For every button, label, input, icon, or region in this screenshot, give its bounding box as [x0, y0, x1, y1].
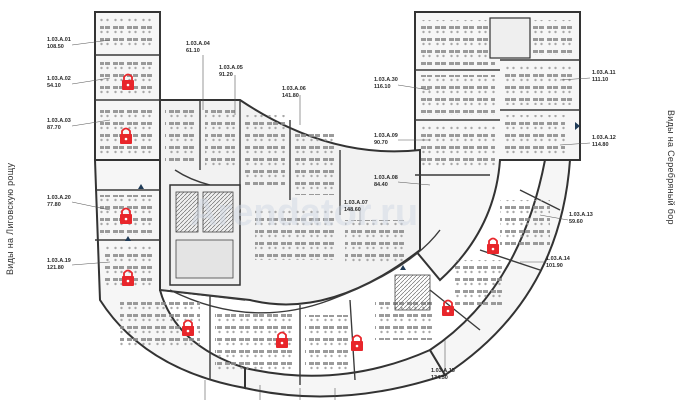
furniture	[100, 18, 575, 370]
unit-id: 1.03.A.01	[47, 37, 71, 43]
lock-icon	[120, 127, 132, 144]
unit-callout-a01[interactable]: 1.03.A.01 108.50	[47, 37, 71, 51]
unit-id: 1.03.A.04	[186, 41, 210, 47]
watermark: Arendator.ru	[190, 192, 418, 234]
lock-icon	[442, 299, 454, 316]
unit-area: 61.10	[186, 48, 200, 54]
unit-id: 1.03.A.08	[374, 175, 398, 181]
lock-icon	[122, 269, 134, 286]
building-core	[169, 17, 531, 311]
unit-callout-a02[interactable]: 1.03.A.02 54.10	[47, 76, 71, 90]
unit-id: 1.03.A.13	[569, 212, 593, 218]
lock-icon	[351, 334, 363, 351]
lock-icon	[182, 319, 194, 336]
unit-area: 77.80	[47, 202, 61, 208]
unit-area: 91.20	[219, 72, 233, 78]
lock-icon	[120, 207, 132, 224]
unit-callout-a12[interactable]: 1.03.A.12 114.80	[592, 135, 616, 149]
direction-markers	[125, 122, 580, 270]
room-walls	[95, 12, 580, 385]
unit-id: 1.03.A.19	[47, 258, 71, 264]
unit-callout-a20[interactable]: 1.03.A.20 77.80	[47, 195, 71, 209]
unit-callout-a19[interactable]: 1.03.A.19 121.80	[47, 258, 71, 272]
view-label-right: Виды на Серебряный бор	[666, 110, 676, 225]
unit-area: 111.10	[592, 77, 609, 83]
unit-id: 1.03.A.06	[282, 86, 306, 92]
unit-id: 1.03.A.07	[344, 200, 368, 206]
unit-callout-a30[interactable]: 1.03.A.30 116.10	[374, 77, 398, 91]
unit-callout-a13[interactable]: 1.03.A.13 59.60	[569, 212, 593, 226]
unit-id: 1.03.A.02	[47, 76, 71, 82]
unit-area: 54.10	[47, 83, 61, 89]
unit-area: 59.60	[569, 219, 583, 225]
unit-id: 1.03.A.11	[592, 70, 616, 76]
unit-area: 84.40	[374, 182, 388, 188]
unit-id: 1.03.A.03	[47, 118, 71, 124]
unit-callout-a09[interactable]: 1.03.A.09 90.70	[374, 133, 398, 147]
unit-callout-a15[interactable]: 1.03.A.15 134.50	[431, 368, 455, 382]
unit-area: 108.50	[47, 44, 64, 50]
unit-callout-a06[interactable]: 1.03.A.06 141.80	[282, 86, 306, 100]
view-label-left: Виды на Лиговскую рощу	[5, 162, 15, 275]
unit-callout-a04[interactable]: 1.03.A.04 61.10	[186, 41, 210, 55]
unit-id: 1.03.A.14	[546, 256, 570, 262]
unit-area: 148.60	[344, 207, 361, 213]
unit-id: 1.03.A.30	[374, 77, 398, 83]
unit-area: 101.90	[546, 263, 563, 269]
lock-icon	[122, 73, 134, 90]
unit-callout-a14[interactable]: 1.03.A.14 101.90	[546, 256, 570, 270]
unit-id: 1.03.A.15	[431, 368, 455, 374]
lock-icon	[487, 237, 499, 254]
unit-area: 121.80	[47, 265, 64, 271]
unit-area: 134.50	[431, 375, 448, 381]
unit-callout-a11[interactable]: 1.03.A.11 111.10	[592, 70, 616, 84]
unit-id: 1.03.A.05	[219, 65, 243, 71]
callout-leaders	[71, 39, 591, 400]
unit-area: 141.80	[282, 93, 299, 99]
unit-area: 116.10	[374, 84, 391, 90]
unit-id: 1.03.A.09	[374, 133, 398, 139]
unit-id: 1.03.A.20	[47, 195, 71, 201]
unit-area: 90.70	[374, 140, 388, 146]
unit-callout-a05[interactable]: 1.03.A.05 91.20	[219, 65, 243, 79]
unit-id: 1.03.A.12	[592, 135, 616, 141]
unit-callout-a07[interactable]: 1.03.A.07 148.60	[344, 200, 368, 214]
unit-callout-a08[interactable]: 1.03.A.08 84.40	[374, 175, 398, 189]
unit-area: 114.80	[592, 142, 609, 148]
unit-area: 87.70	[47, 125, 61, 131]
lock-icon	[276, 331, 288, 348]
unit-callout-a03[interactable]: 1.03.A.03 87.70	[47, 118, 71, 132]
